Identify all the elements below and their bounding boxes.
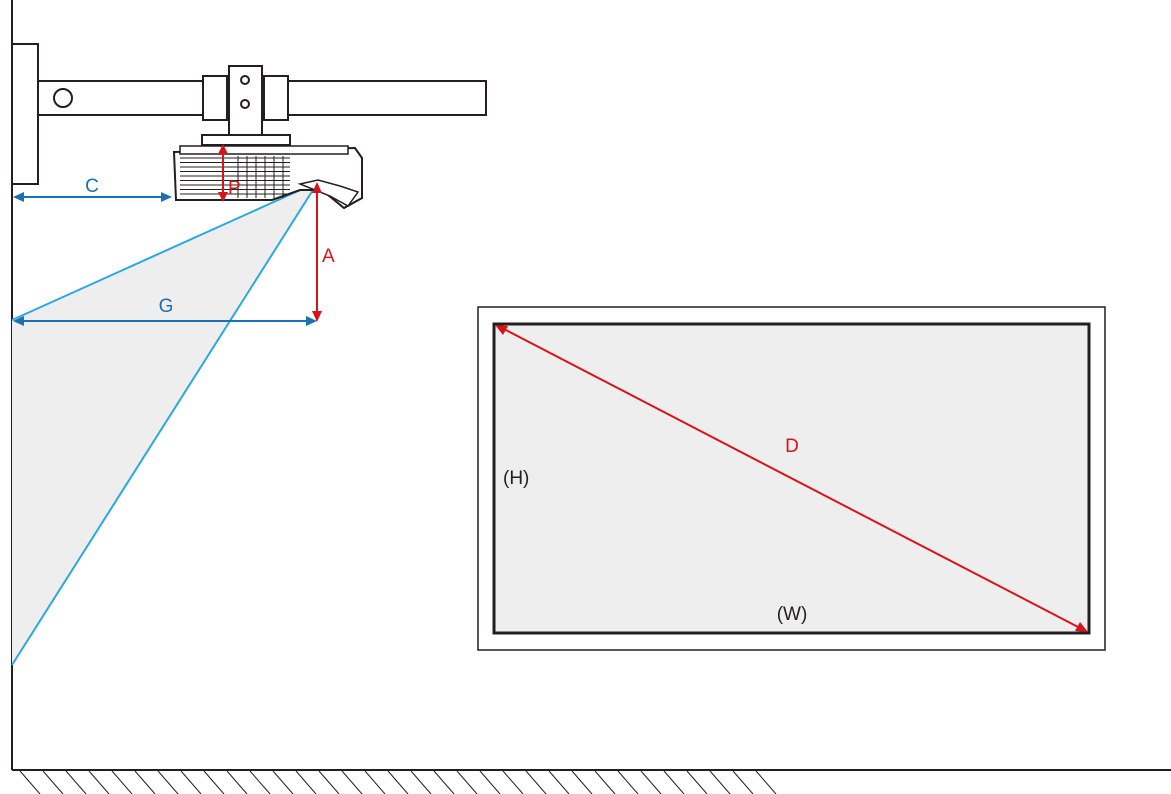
floor-hatch-stroke bbox=[134, 770, 156, 794]
dimension-p-arrow-top bbox=[218, 144, 228, 154]
floor-hatch-stroke bbox=[594, 770, 616, 794]
floor-hatch-stroke bbox=[433, 770, 455, 794]
label-w: (W) bbox=[777, 604, 808, 625]
mount-clamp-left bbox=[202, 75, 228, 121]
label-g: G bbox=[159, 296, 174, 317]
wall-plate bbox=[11, 43, 39, 185]
floor-hatch-stroke bbox=[663, 770, 685, 794]
dimension-p: P bbox=[218, 144, 241, 202]
floor-hatch-stroke bbox=[180, 770, 202, 794]
label-h: (H) bbox=[503, 468, 529, 489]
dimension-a-arrow-top bbox=[312, 182, 322, 193]
floor-hatch-stroke bbox=[410, 770, 432, 794]
dimension-p-arrow-bottom bbox=[218, 192, 228, 202]
projector-vents bbox=[180, 156, 290, 198]
floor-hatch-stroke bbox=[272, 770, 294, 794]
floor-hatch-stroke bbox=[479, 770, 501, 794]
label-p: P bbox=[228, 178, 241, 199]
dimension-g: G bbox=[13, 296, 317, 326]
floor-hatch-stroke bbox=[732, 770, 754, 794]
mount-clamp-right bbox=[263, 75, 289, 121]
floor-hatch-stroke bbox=[42, 770, 64, 794]
projection-screen: D (H) (W) bbox=[477, 306, 1106, 651]
dimension-c-arrow-right bbox=[161, 192, 172, 202]
projector-body bbox=[172, 146, 363, 210]
floor-hatch-stroke bbox=[571, 770, 593, 794]
dimension-c-arrow-left bbox=[13, 192, 24, 202]
mount-plate bbox=[201, 134, 291, 146]
arm-hole-icon bbox=[53, 88, 73, 108]
bracket-bolt-icon bbox=[240, 99, 250, 109]
dimension-c: C bbox=[13, 176, 172, 202]
floor-hatch-stroke bbox=[525, 770, 547, 794]
floor-hatch-stroke bbox=[617, 770, 639, 794]
floor-hatch-stroke bbox=[226, 770, 248, 794]
label-c: C bbox=[85, 176, 99, 197]
dimension-d-line bbox=[501, 327, 1081, 629]
floor-hatch-stroke bbox=[157, 770, 179, 794]
projector bbox=[172, 145, 363, 210]
floor-hatch-stroke bbox=[640, 770, 662, 794]
floor-hatch-stroke bbox=[203, 770, 225, 794]
floor-hatch-stroke bbox=[111, 770, 133, 794]
wall-mount bbox=[11, 43, 487, 185]
floor-hatch-stroke bbox=[318, 770, 340, 794]
floor-hatch-stroke bbox=[755, 770, 777, 794]
floor-hatch-stroke bbox=[364, 770, 386, 794]
projector-top bbox=[179, 145, 349, 155]
floor-hatch-stroke bbox=[456, 770, 478, 794]
bracket-bolt-icon bbox=[240, 75, 250, 85]
label-d: D bbox=[785, 436, 799, 457]
dimension-g-arrow-right bbox=[306, 316, 317, 326]
floor-hatch-stroke bbox=[249, 770, 271, 794]
dimension-g-arrow-left bbox=[13, 316, 24, 326]
floor-hatch-stroke bbox=[65, 770, 87, 794]
beam-upper-edge bbox=[11, 181, 319, 321]
projector-lens-housing bbox=[297, 179, 360, 207]
dimension-a-arrow-bottom bbox=[312, 311, 322, 322]
floor-hatch-stroke bbox=[686, 770, 708, 794]
floor-hatch-stroke bbox=[709, 770, 731, 794]
label-a: A bbox=[322, 246, 335, 267]
floor-hatch-stroke bbox=[387, 770, 409, 794]
beam-lower-edge bbox=[11, 181, 319, 666]
dimension-d-arrow-top bbox=[495, 325, 508, 335]
floor-hatching bbox=[19, 770, 777, 794]
floor-hatch-stroke bbox=[88, 770, 110, 794]
floor-hatch-stroke bbox=[19, 770, 41, 794]
floor-hatch-stroke bbox=[502, 770, 524, 794]
dimension-a: A bbox=[312, 182, 335, 322]
floor-hatch-stroke bbox=[548, 770, 570, 794]
projection-beam bbox=[11, 181, 319, 666]
floor-hatch-stroke bbox=[341, 770, 363, 794]
dimension-d-arrow-bottom bbox=[1075, 622, 1088, 632]
floor-hatch-stroke bbox=[295, 770, 317, 794]
